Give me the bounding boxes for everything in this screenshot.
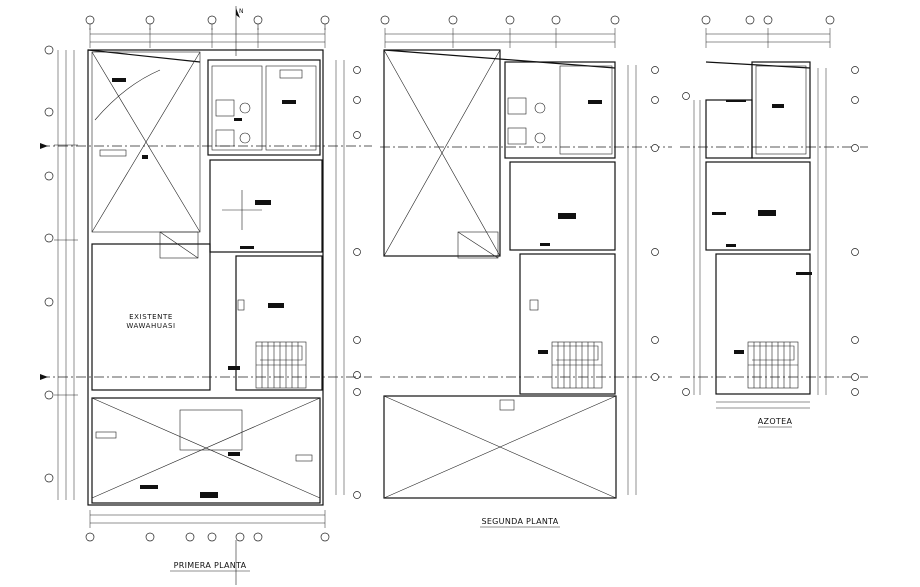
primera-bottom-dimensions	[85, 510, 330, 585]
primera-courtyard	[91, 51, 201, 233]
primera-right-dimensions	[335, 60, 361, 499]
segunda-roof-upper	[383, 49, 501, 257]
segunda-staircase	[551, 341, 603, 389]
segunda-roof-lower	[383, 395, 617, 499]
north-symbol: N	[239, 8, 244, 15]
plan-title-primera: PRIMERA PLANTA	[174, 561, 247, 570]
azotea-staircase	[747, 341, 799, 389]
plan-title-segunda: SEGUNDA PLANTA	[481, 517, 558, 526]
primera-top-dimensions	[89, 28, 326, 48]
azotea-left-dimensions	[682, 92, 701, 396]
azotea-right-dimensions	[817, 66, 859, 396]
existing-room-label-1: EXISTENTE	[129, 313, 173, 321]
primera-staircase	[255, 341, 307, 389]
primera-top-axis-bubbles	[85, 15, 330, 30]
plan-title-azotea: AZOTEA	[758, 417, 793, 426]
segunda-top-axis-bubbles	[380, 15, 620, 48]
plan-primera-planta: N	[40, 6, 372, 585]
primera-left-dimensions	[44, 45, 78, 500]
plan-segunda-planta: SEGUNDA PLANTA	[380, 15, 672, 528]
azotea-top-axis-bubbles	[701, 15, 835, 48]
north-arrow-icon: N	[235, 6, 244, 56]
primera-existing-building	[91, 243, 211, 391]
plan-azotea: AZOTEA	[680, 15, 868, 428]
segunda-right-dimensions	[627, 65, 659, 495]
existing-room-label-2: WAWAHUASI	[126, 322, 175, 330]
primera-outer-wall	[87, 49, 324, 506]
